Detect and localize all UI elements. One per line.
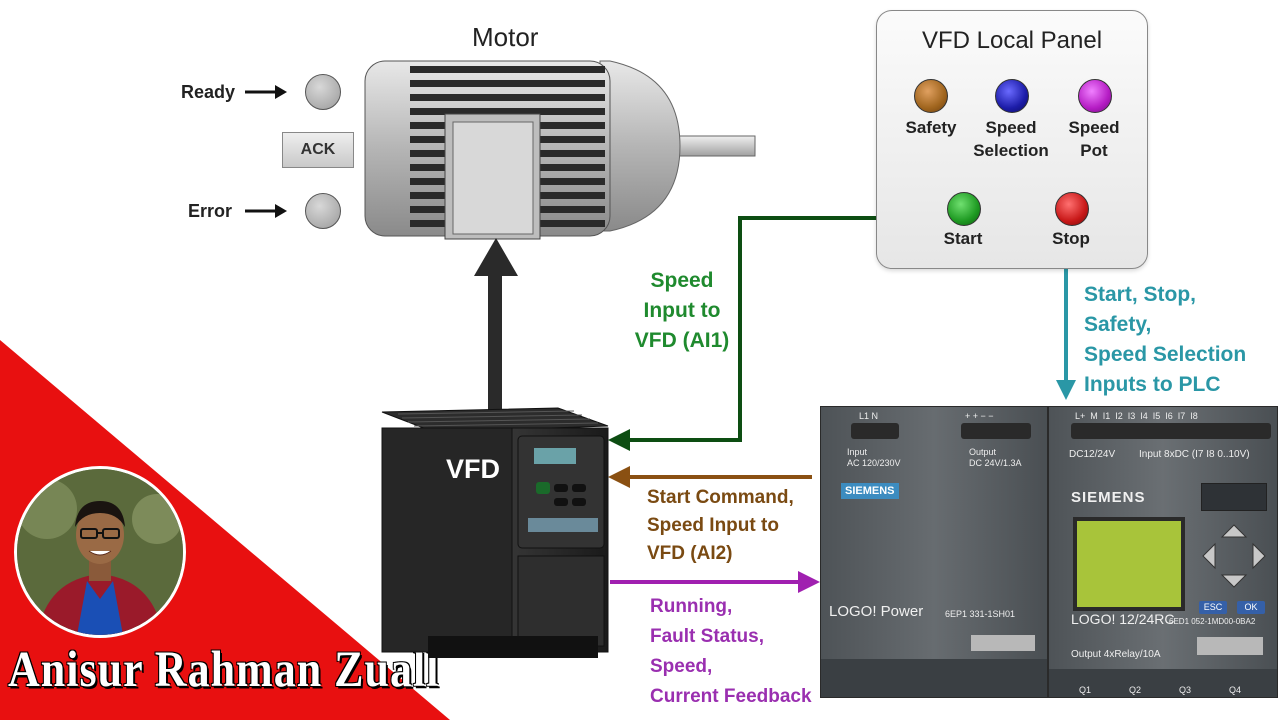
error-label: Error xyxy=(188,201,233,221)
relay-q1: Q1 xyxy=(1079,685,1092,695)
start-command-arrowhead xyxy=(608,466,630,488)
panel-title: VFD Local Panel xyxy=(921,27,1103,54)
avatar xyxy=(14,466,186,638)
main-dpad-icon[interactable] xyxy=(1199,521,1269,591)
main-input-text: Input 8xDC (I7 I8 0..10V) xyxy=(1139,449,1250,460)
power-bottom-rail xyxy=(821,659,1047,697)
speed-pot-label: Speed Pot xyxy=(1068,118,1120,160)
plc-inputs-arrowhead xyxy=(1056,380,1076,400)
relay-q2: Q2 xyxy=(1129,685,1142,695)
feedback-arrowhead xyxy=(798,571,820,593)
motor-image xyxy=(364,60,756,240)
main-terminal-block-top xyxy=(1071,423,1271,439)
vfd-drive-image xyxy=(381,407,609,658)
power-output-text: Output DC 24V/1.3A xyxy=(969,447,1022,468)
start-indicator[interactable] xyxy=(947,192,981,226)
esc-key[interactable]: ESC xyxy=(1199,601,1227,614)
main-bottom-rail xyxy=(1049,669,1277,697)
speed-selection-indicator xyxy=(995,79,1029,113)
speed-input-ai1-wire xyxy=(628,216,876,442)
main-model-text: LOGO! 12/24RC xyxy=(1071,611,1175,627)
power-terminal-block-bottom xyxy=(971,635,1035,651)
logo-main-module: L+ M I1 I2 I3 I4 I5 I6 I7 I8 DC12/24V In… xyxy=(1048,406,1278,698)
ready-indicator xyxy=(305,74,341,110)
main-output-text: Output 4xRelay/10A xyxy=(1071,649,1161,660)
vfd-local-panel: VFD Local Panel Safety Speed Selection S… xyxy=(876,10,1148,269)
motor-title: Motor xyxy=(472,22,539,52)
vfd-label: VFD xyxy=(446,454,500,484)
stop-indicator[interactable] xyxy=(1055,192,1089,226)
error-arrow-icon xyxy=(245,204,287,218)
main-display xyxy=(1073,517,1185,611)
power-terminals-out: + + − − xyxy=(965,411,994,421)
main-terminals-top: L+ M I1 I2 I3 I4 I5 I6 I7 I8 xyxy=(1075,411,1198,421)
ready-arrow-icon xyxy=(245,85,287,99)
main-siemens-text: SIEMENS xyxy=(1071,489,1146,506)
relay-q4: Q4 xyxy=(1229,685,1242,695)
main-part-number: 6ED1 052-1MD00-0BA2 xyxy=(1169,617,1256,626)
plc-inputs-label: Start, Stop, Safety, Speed Selection Inp… xyxy=(1084,283,1247,396)
speed-pot-indicator xyxy=(1078,79,1112,113)
start-command-label: Start Command, Speed Input to VFD (AI2) xyxy=(647,487,794,564)
safety-label: Safety xyxy=(905,118,957,137)
vfd-to-motor-arrow-icon xyxy=(474,238,518,412)
speed-selection-label: Speed Selection xyxy=(973,118,1049,160)
start-label: Start xyxy=(943,229,983,248)
power-part-number: 6EP1 331-1SH01 xyxy=(945,609,1016,619)
power-siemens-badge: SIEMENS xyxy=(841,483,899,499)
ok-key[interactable]: OK xyxy=(1237,601,1265,614)
power-terminal-block-in xyxy=(851,423,899,439)
stop-label: Stop xyxy=(1052,229,1090,248)
ack-button[interactable]: ACK xyxy=(282,132,354,168)
power-terminals-top: L1 N xyxy=(859,411,879,421)
error-indicator xyxy=(305,193,341,229)
main-top-slot xyxy=(1201,483,1267,511)
main-supply-text: DC12/24V xyxy=(1069,449,1116,460)
speed-input-ai1-label: Speed Input to VFD (AI1) xyxy=(634,269,730,352)
author-name: Anisur Rahman Zuall xyxy=(8,641,440,698)
power-terminal-block-out xyxy=(961,423,1031,439)
ready-label: Ready xyxy=(181,82,236,102)
safety-indicator xyxy=(914,79,948,113)
logo-power-module: L1 N + + − − Input AC 120/230V Output DC… xyxy=(820,406,1048,698)
main-output-terminal xyxy=(1197,637,1263,655)
relay-q3: Q3 xyxy=(1179,685,1192,695)
feedback-label: Running, Fault Status, Speed, Current Fe… xyxy=(650,596,812,707)
power-model-text: LOGO! Power xyxy=(829,603,924,620)
speed-input-ai1-arrowhead xyxy=(608,429,630,451)
power-input-text: Input AC 120/230V xyxy=(847,447,901,468)
